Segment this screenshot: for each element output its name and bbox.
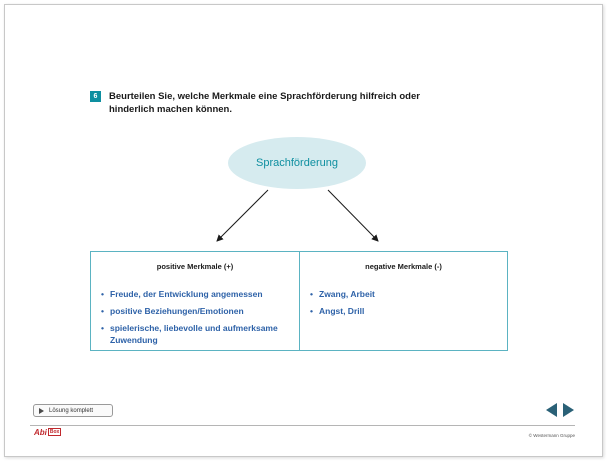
central-topic-label: Sprachförderung <box>256 157 338 169</box>
negative-list: •Zwang, Arbeit •Angst, Drill <box>310 288 501 322</box>
negative-column: negative Merkmale (-) •Zwang, Arbeit •An… <box>300 252 507 350</box>
list-item: •positive Beziehungen/Emotionen <box>101 306 244 316</box>
positive-column: positive Merkmale (+) •Freude, der Entwi… <box>91 252 300 350</box>
footer-divider <box>30 425 575 426</box>
negative-header: negative Merkmale (-) <box>365 262 442 271</box>
positive-list: •Freude, der Entwicklung angemessen •pos… <box>101 288 293 351</box>
bullet: • <box>310 289 313 299</box>
slide-navigation <box>545 402 575 418</box>
positive-header: positive Merkmale (+) <box>156 262 234 271</box>
list-item: •Zwang, Arbeit <box>310 289 375 299</box>
bullet: • <box>310 306 313 316</box>
features-table: positive Merkmale (+) •Freude, der Entwi… <box>90 251 508 351</box>
bullet: • <box>101 289 104 299</box>
list-item: •Angst, Drill <box>310 306 365 316</box>
slide-frame <box>4 4 603 457</box>
copyright-notice: © Westermann Gruppe <box>528 433 575 438</box>
task-instruction: Beurteilen Sie, welche Merkmale eine Spr… <box>109 91 420 115</box>
solution-button-label: Lösung komplett <box>49 407 94 414</box>
list-item: •spielerische, liebevolle und aufmerksam… <box>101 323 278 345</box>
bullet: • <box>101 323 104 333</box>
task-block: 6 Beurteilen Sie, welche Merkmale eine S… <box>90 90 430 116</box>
central-topic-ellipse: Sprachförderung <box>228 137 366 189</box>
play-icon <box>39 407 44 414</box>
arrow-right-icon[interactable] <box>561 402 575 418</box>
bullet: • <box>101 306 104 316</box>
arrow-left-icon[interactable] <box>545 402 559 418</box>
list-item: •Freude, der Entwicklung angemessen <box>101 289 263 299</box>
task-number-badge: 6 <box>90 91 101 102</box>
solution-complete-button[interactable]: Lösung komplett <box>33 404 113 417</box>
